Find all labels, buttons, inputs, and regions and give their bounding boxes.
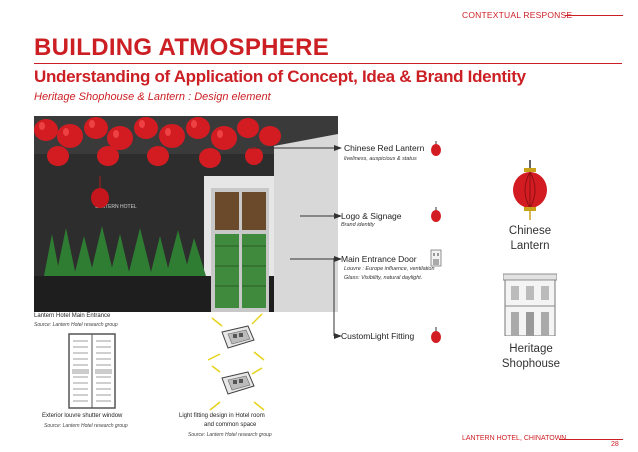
entrance-photo: LANTERN HOTEL — [34, 116, 338, 312]
lantern-hotel-sign: LANTERN HOTEL — [95, 204, 137, 210]
footer-rule — [559, 439, 623, 440]
light-label-1: Light fitting design in Hotel room — [179, 413, 265, 419]
callout-lantern-label: Chinese Red Lantern — [344, 143, 425, 153]
callout-door-note: Louvre : Europe influence, ventilation — [344, 266, 435, 272]
footer-text: LANTERN HOTEL, CHINATOWN — [462, 435, 567, 442]
light-source: Source: Lantern Hotel research group — [188, 432, 272, 438]
louvre-window-drawing — [68, 333, 116, 409]
callout-door-note2: Glass: Visibility, natural daylight. — [344, 275, 423, 281]
callout-logo-label: Logo & Signage — [341, 211, 402, 221]
callout-logo-note: Brand identity — [341, 222, 375, 228]
section-label: CONTEXTUAL RESPONSE — [462, 10, 573, 20]
window-label: Exterior louvre shutter window — [42, 413, 123, 419]
heritage-shophouse-icon — [503, 273, 557, 336]
small-lantern-icon — [431, 141, 441, 156]
light-fitting-top — [221, 325, 255, 349]
light-label-2: and common space — [204, 422, 257, 428]
header-rule-right — [565, 15, 623, 16]
page-caption: Heritage Shophouse & Lantern : Design el… — [34, 91, 271, 103]
window-source: Source: Lantern Hotel research group — [44, 423, 128, 429]
callout-light-label: CustomLight Fitting — [341, 331, 415, 341]
callout-lantern-note: liveliness, auspicious & status — [344, 156, 417, 162]
photo-source: Source: Lantern Hotel research group — [34, 322, 118, 328]
page-title: BUILDING ATMOSPHERE — [34, 34, 330, 61]
title-rule — [34, 63, 622, 64]
small-lamp-icon — [431, 327, 441, 343]
page-subtitle: Understanding of Application of Concept,… — [34, 67, 526, 86]
small-logo-icon — [431, 207, 441, 222]
light-fitting-bottom — [221, 371, 255, 395]
chinese-lantern-icon — [513, 160, 547, 220]
photo-caption: Lantern Hotel Main Entrance — [34, 313, 111, 319]
page-number: 28 — [611, 441, 619, 448]
callout-door-label: Main Entrance Door — [341, 254, 417, 264]
small-shophouse-icon — [430, 249, 442, 267]
